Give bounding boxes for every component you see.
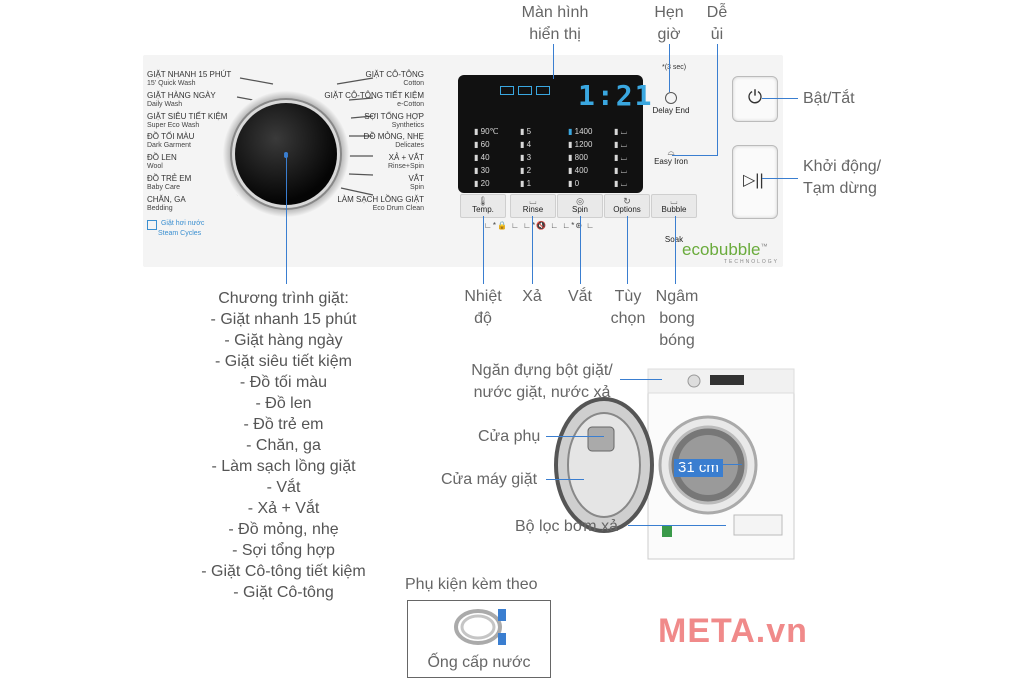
lcd-rinse-column: ▮ 5 ▮ 4 ▮ 3 ▮ 2 ▮ 1 — [520, 127, 532, 188]
callout-spin — [580, 216, 581, 284]
callout-soak — [675, 216, 676, 284]
drum-size-badge: 31 cm — [674, 459, 723, 477]
start-pause-button[interactable]: ▷|| — [732, 145, 778, 219]
label-detergent: Ngăn đựng bột giặt/nước giặt, nước xả — [471, 362, 613, 401]
label-power: Bật/Tắt — [803, 90, 855, 107]
lcd-time: 1:21 — [578, 79, 654, 112]
clock-icon — [665, 92, 677, 104]
options-button[interactable]: ↻Options — [604, 194, 650, 218]
callout-timer — [669, 44, 670, 92]
ecobubble-logo: ecobubble™ TECHNOLOGY — [682, 240, 780, 265]
callout-power — [762, 98, 798, 99]
iron-icon: ⌓ — [667, 147, 675, 157]
callout-filter — [628, 525, 726, 526]
bubble-soak-button[interactable]: ⌴Bubble Soak — [651, 194, 697, 244]
lcd-icons — [500, 86, 556, 95]
delay-sec-note: *(3 sec) — [662, 64, 687, 71]
thermometer-icon: 🌡 — [477, 196, 489, 206]
callout-start — [762, 178, 798, 179]
spin-icon: ◎ — [576, 196, 584, 206]
label-small-door: Cửa phụ — [478, 428, 541, 445]
dial-callout-dot — [284, 154, 288, 158]
callout-iron-h — [672, 155, 718, 156]
program-list-vi: Chương trình giặt: - Giặt nhanh 15 phút-… — [201, 290, 366, 601]
steam-icon — [147, 220, 157, 230]
temp-button[interactable]: 🌡Temp. — [460, 194, 506, 218]
power-icon: ⏻ — [747, 87, 763, 107]
callout-dial — [286, 156, 287, 284]
meta-watermark: META.vn — [658, 612, 808, 650]
delay-end-button[interactable]: Delay End — [650, 92, 692, 115]
accessory-box: Ống cấp nước — [407, 600, 551, 678]
label-door: Cửa máy giặt — [441, 471, 538, 488]
lcd-spin-column: ▮ 1400 ▮ 1200 ▮ 800 ▮ 400 ▮ 0 — [568, 127, 593, 188]
button-combo-hints: ∟*🔒 ∟ ∟*🔇 ∟ ∟*⊛ ∟ — [484, 221, 596, 230]
label-start-pause: Khởi động/Tạm dừng — [803, 158, 882, 197]
lcd-display: 1:21 ▮ 90℃ ▮ 60 ▮ 40 ▮ 30 ▮ 20 ▮ 5 ▮ 4 ▮… — [458, 75, 651, 193]
accessory-title: Phụ kiện kèm theo — [405, 576, 538, 593]
power-button[interactable]: ⏻ — [732, 76, 778, 122]
bubble-icon: ⌴ — [670, 196, 678, 206]
rinse-button[interactable]: ⌴Rinse — [510, 194, 556, 218]
easy-iron-button[interactable]: ⌓ Easy Iron — [650, 147, 692, 166]
hose-icon — [454, 609, 506, 645]
callout-door — [546, 479, 584, 480]
callout-drum — [676, 464, 742, 465]
callout-iron-v — [717, 44, 718, 156]
washing-machine-image: 31 cm — [548, 365, 796, 565]
hose-label: Ống cấp nước — [427, 654, 531, 671]
spin-button[interactable]: ◎Spin — [557, 194, 603, 218]
label-filter: Bộ lọc bơm xả — [515, 518, 618, 535]
label-rinse: Xả — [522, 288, 542, 305]
callout-small-door — [546, 436, 604, 437]
lcd-temp-column: ▮ 90℃ ▮ 60 ▮ 40 ▮ 30 ▮ 20 — [474, 127, 499, 188]
callout-options — [627, 216, 628, 284]
callout-rinse — [532, 216, 533, 284]
play-pause-icon: ▷|| — [743, 172, 764, 189]
lcd-option-icons: ▮ ⌴▮ ⌴▮ ⌴▮ ⌴▮ ⌴ — [614, 127, 628, 188]
label-spin: Vắt — [567, 288, 592, 305]
callout-display — [553, 44, 554, 79]
callout-detergent — [620, 379, 662, 380]
callout-temp — [483, 216, 484, 284]
rinse-icon: ⌴ — [529, 196, 537, 206]
options-icon: ↻ — [623, 196, 631, 206]
